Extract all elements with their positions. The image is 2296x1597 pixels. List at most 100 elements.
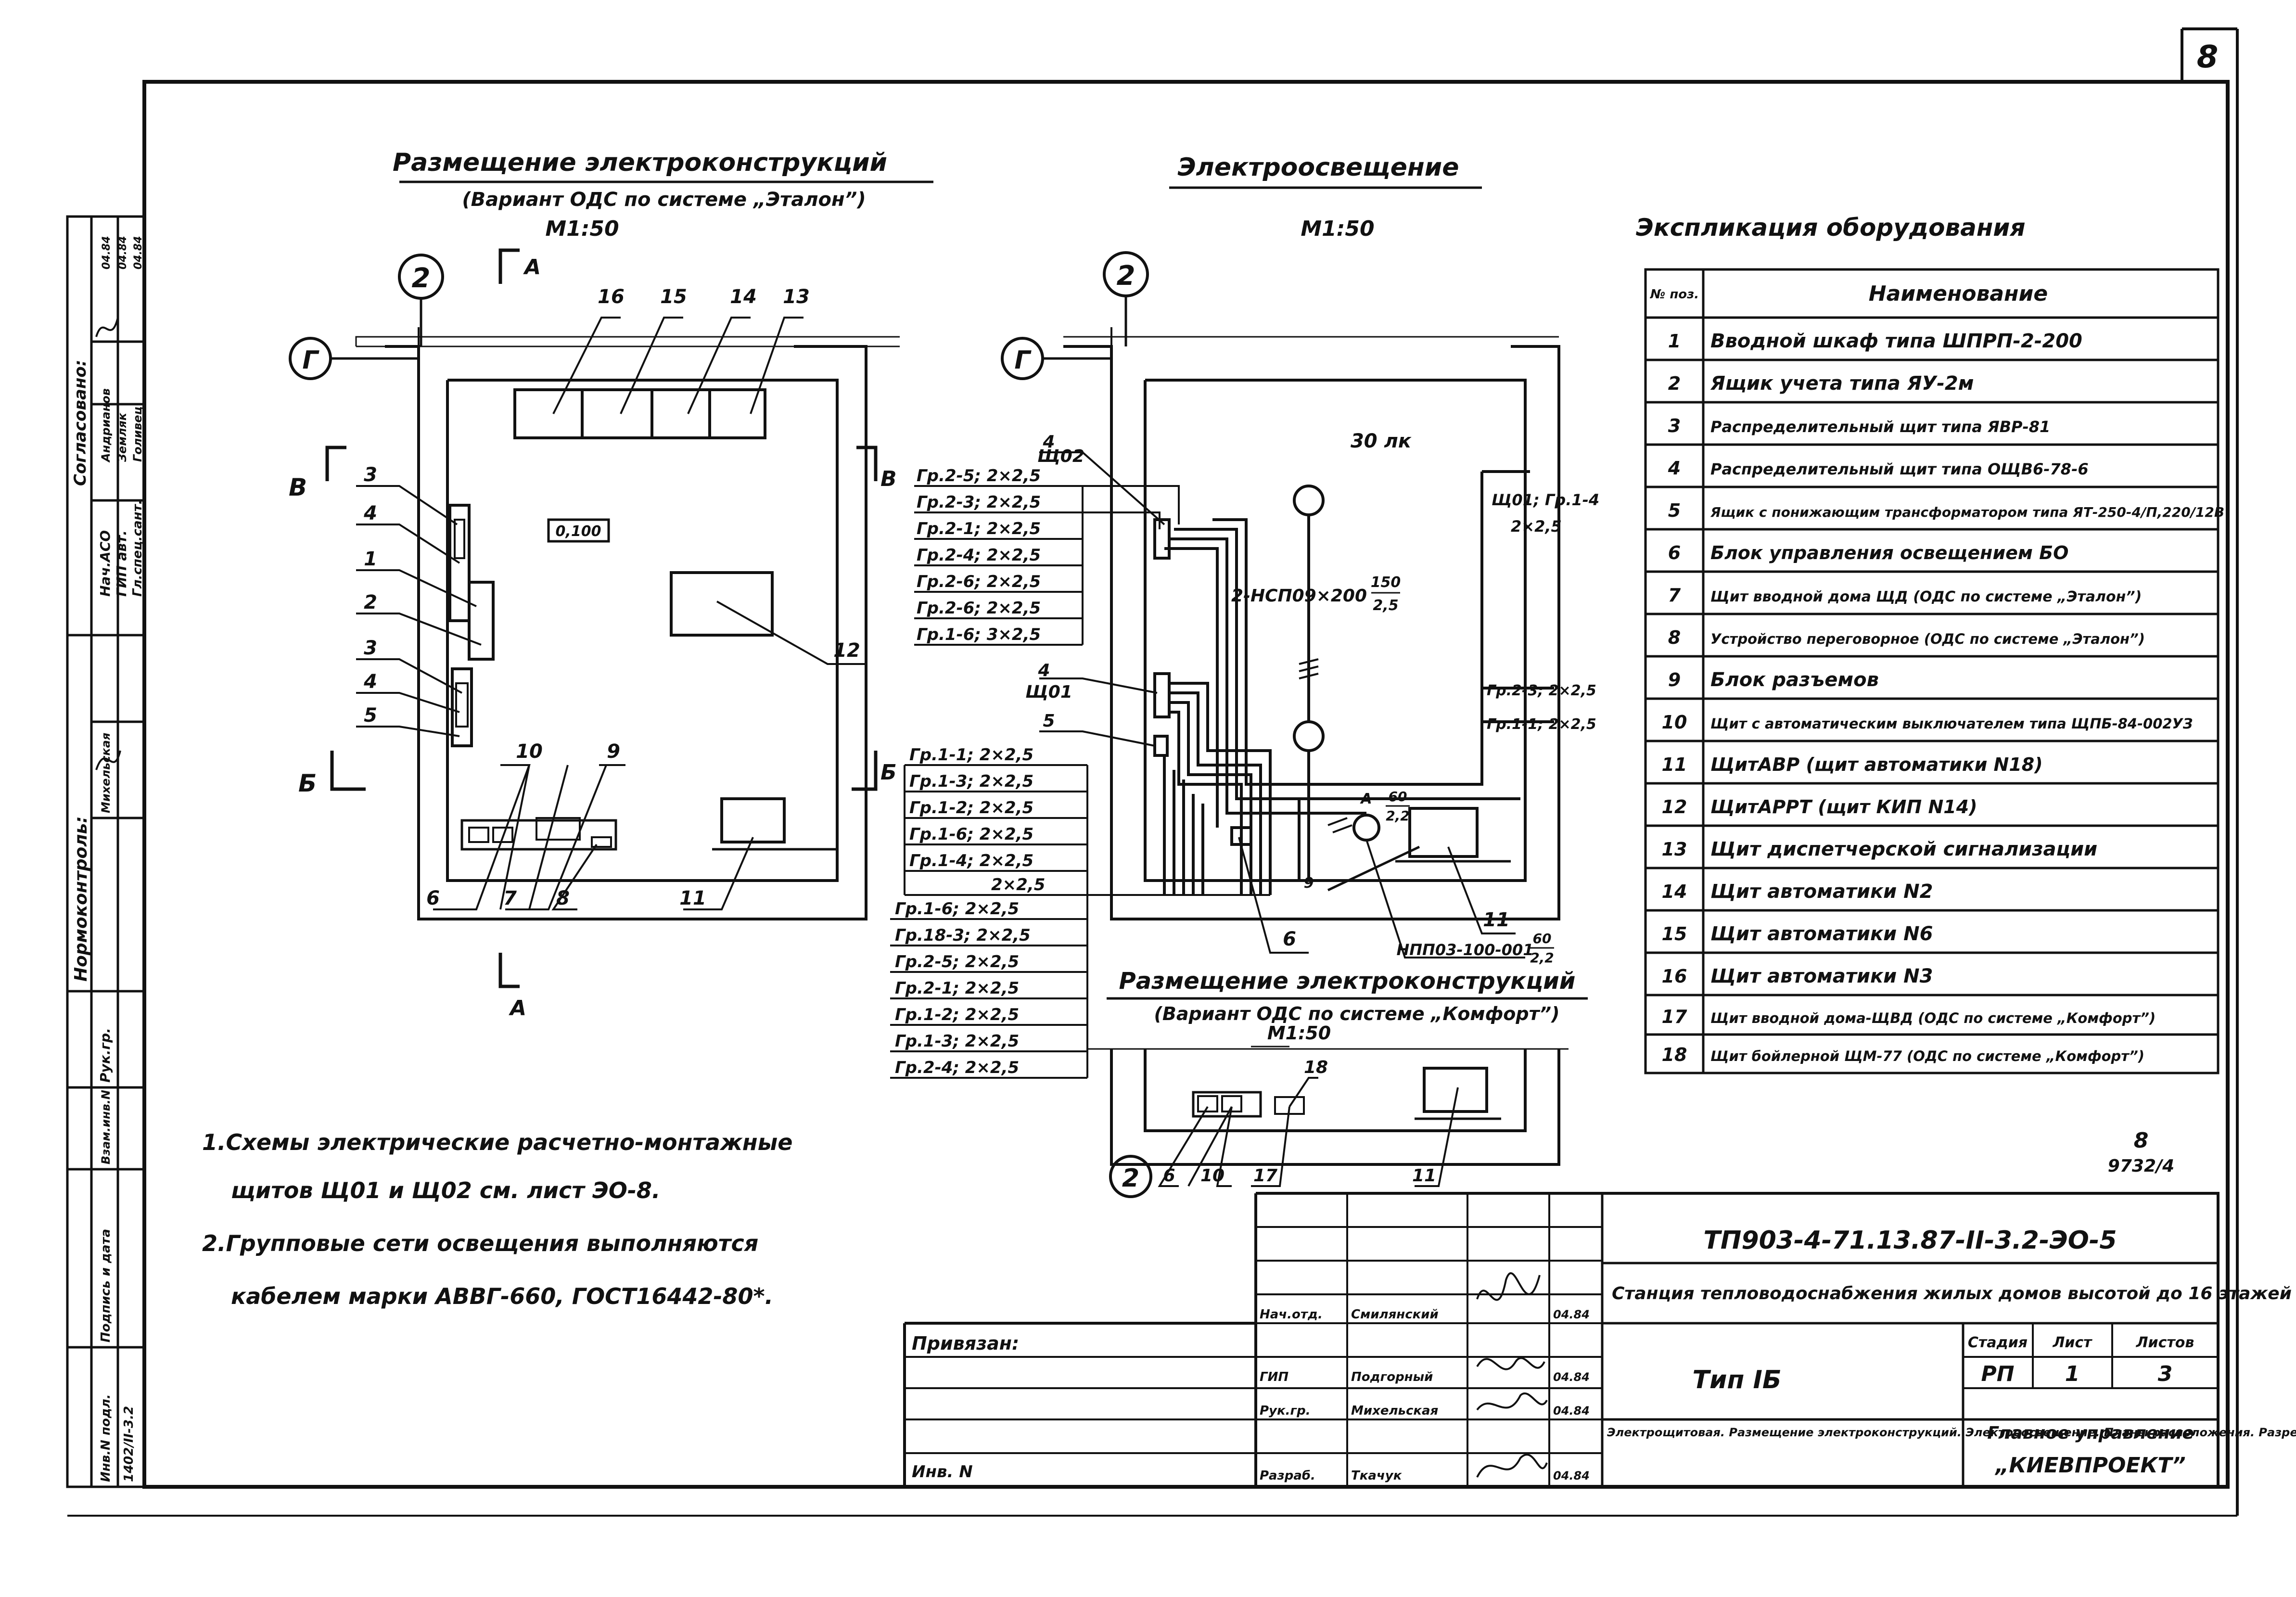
- plan-b-heading: Электроосвещение: [1178, 153, 1459, 182]
- group-bottom-6: 2×2,5: [991, 875, 1045, 894]
- group-bottom-4: Гр.1-6; 2×2,5: [909, 825, 1033, 844]
- left-strip: [66, 215, 146, 1488]
- plan-b-lamp-frac-bottom: 2,5: [1373, 597, 1398, 614]
- plan-a-callout-5: 5: [364, 704, 377, 727]
- plan-b-lamp2-frac-top: 60: [1389, 789, 1407, 805]
- plan-b-panel-shch02: Щ02: [1037, 447, 1084, 466]
- plan-a-section-a-top: А: [523, 255, 541, 280]
- staff-date-4: 04.84: [1553, 1469, 1590, 1482]
- archive-bottom: 9732/4: [2108, 1156, 2174, 1176]
- strip-inv-orig: Инв.N подл.: [99, 1394, 113, 1482]
- strip-date-1: 04.84: [101, 236, 113, 269]
- plan-a-callout-8: 8: [556, 887, 570, 909]
- strip-role-1: Нач.АСО: [97, 530, 113, 597]
- title-block: [903, 1192, 2219, 1487]
- expl-name-14: Щит автоматики N2: [1710, 881, 1933, 903]
- strip-ruk: Рук.гр.: [97, 1028, 113, 1083]
- group-bottom-8: Гр.18-3; 2×2,5: [895, 926, 1031, 945]
- plan-c-callout-11: 11: [1412, 1166, 1436, 1186]
- strip-inv-value: 1402/II-3.2: [122, 1406, 136, 1482]
- group-top-6: Гр.2-6; 2×2,5: [917, 599, 1041, 618]
- staff-role-3: Рук.гр.: [1260, 1404, 1311, 1418]
- plan-b-num-9: 9: [1304, 875, 1314, 892]
- plan-a-heading: Размещение электроконструкций: [393, 148, 887, 177]
- staff-name-4: Ткачук: [1351, 1469, 1403, 1483]
- archive-top: 8: [2134, 1128, 2149, 1153]
- plan-a-callout-1: 1: [364, 548, 377, 570]
- plan-a-callout-10: 10: [516, 741, 543, 763]
- plan-c-leaders: [1158, 1077, 1459, 1187]
- expl-name-13: Щит диспетчерской сигнализации: [1710, 838, 2097, 860]
- sheet-number: 8: [2197, 39, 2219, 75]
- plan-b-panel-shch01: Щ01: [1025, 682, 1072, 702]
- plan-b-right-group-1: Щ01; Гр.1-4: [1492, 491, 1599, 509]
- expl-name-16: Щит автоматики N3: [1710, 965, 1933, 987]
- expl-pos-18: 18: [1662, 1044, 1687, 1065]
- plan-b-axis-g-label: Г: [1014, 346, 1032, 375]
- plan-a-leaders: [356, 317, 866, 910]
- strip-date-3: 04.84: [132, 236, 144, 269]
- expl-name-9: Блок разъемов: [1710, 669, 1879, 691]
- staff-role-2: ГИП: [1260, 1370, 1288, 1384]
- plan-b-groups-top-list: Гр.2-5; 2×2,5 Гр.2-3; 2×2,5 Гр.2-1; 2×2,…: [914, 466, 1180, 646]
- stamp-stage-label: Стадия: [1968, 1334, 2028, 1351]
- signatures: [95, 317, 1548, 1478]
- note-1b: щитов Щ01 и Щ02 см. лист ЭО-8.: [231, 1177, 660, 1203]
- expl-pos-16: 16: [1662, 966, 1687, 987]
- plan-a-callout-13: 13: [783, 286, 810, 308]
- expl-pos-2: 2: [1668, 373, 1681, 394]
- plan-b-right-groups: Щ01; Гр.1-4 2×2,5 Гр.2-3; 2×2,5 Гр.1-1; …: [1487, 491, 1599, 733]
- expl-pos-3: 3: [1668, 415, 1681, 436]
- expl-pos-15: 15: [1662, 923, 1687, 945]
- stamp-inv: Инв. N: [912, 1462, 973, 1482]
- plan-c-walls: [1087, 1046, 1569, 1166]
- stamp-sheet: 1: [2065, 1362, 2080, 1386]
- explication-title: Экспликация оборудования: [1636, 214, 2026, 242]
- staff-name-2: Подгорный: [1351, 1370, 1433, 1384]
- expl-pos-17: 17: [1662, 1006, 1687, 1027]
- strip-normcontrol: Нормоконтроль:: [71, 816, 91, 982]
- plan-b-lamp2-label: НПП03-100-001: [1396, 941, 1533, 959]
- expl-name-4: Распределительный щит типа ОЩВ6-78-6: [1710, 460, 2089, 478]
- plan-b-num-4b: 4: [1037, 661, 1050, 680]
- note-2b: кабелем марки АВВГ-660, ГОСТ16442-80*.: [231, 1283, 773, 1309]
- plan-b-groups-bottom-list: Гр.1-1; 2×2,5 Гр.1-3; 2×2,5 Гр.1-2; 2×2,…: [890, 745, 1270, 1079]
- expl-name-15: Щит автоматики N6: [1710, 923, 1933, 945]
- strip-name-3: Голивец: [131, 407, 144, 462]
- expl-name-5: Ящик с понижающим трансформатором типа Я…: [1710, 504, 2224, 520]
- expl-name-3: Распределительный щит типа ЯВР-81: [1710, 418, 2050, 436]
- group-bottom-13: Гр.2-4; 2×2,5: [895, 1058, 1019, 1077]
- plan-a-axis-g-label: Г: [302, 346, 319, 375]
- stamp-code: ТП903-4-71.13.87-II-3.2-ЭО-5: [1703, 1226, 2117, 1255]
- explication-table: [1644, 268, 2219, 1074]
- expl-name-10: Щит с автоматическим выключателем типа Щ…: [1710, 715, 2193, 732]
- group-bottom-10: Гр.2-1; 2×2,5: [895, 979, 1019, 998]
- stamp-org-2: „КИЕВПРОЕКТ”: [1994, 1453, 2186, 1478]
- plan-c-axis-2-label: 2: [1122, 1164, 1139, 1193]
- expl-name-2: Ящик учета типа ЯУ-2м: [1710, 372, 1974, 395]
- plan-c-callout-6: 6: [1163, 1166, 1175, 1186]
- plan-a-scale: М1:50: [545, 217, 619, 241]
- strip-role-2: ГИП авт.: [114, 530, 129, 597]
- plan-a-section-b-left: Б: [298, 769, 317, 797]
- stamp-sheet-label: Лист: [2052, 1334, 2092, 1351]
- plan-c-scale: М1:50: [1267, 1022, 1331, 1044]
- staff-role-4: Разраб.: [1260, 1469, 1315, 1483]
- expl-name-6: Блок управления освещением БО: [1710, 542, 2068, 563]
- stamp-sheets-label: Листов: [2136, 1334, 2194, 1351]
- group-top-4: Гр.2-4; 2×2,5: [917, 546, 1041, 565]
- plan-a-axis-2-label: 2: [412, 263, 431, 294]
- expl-pos-10: 10: [1662, 712, 1687, 733]
- group-bottom-1: Гр.1-1; 2×2,5: [909, 745, 1033, 765]
- plan-a-section-v-left: В: [289, 473, 307, 501]
- plan-a-callout-9: 9: [607, 741, 620, 763]
- plan-b-wiring: [1153, 470, 1554, 895]
- stamp-type: Тип IБ: [1693, 1366, 1782, 1394]
- staff-role-1: Нач.отд.: [1260, 1307, 1323, 1322]
- group-bottom-5: Гр.1-4; 2×2,5: [909, 851, 1033, 870]
- expl-pos-1: 1: [1668, 331, 1681, 352]
- plan-c-heading: Размещение электроконструкций: [1119, 968, 1576, 995]
- strip-agreed: Согласовано:: [71, 360, 90, 486]
- explication-col-name: Наименование: [1869, 281, 2048, 306]
- expl-pos-12: 12: [1662, 796, 1687, 818]
